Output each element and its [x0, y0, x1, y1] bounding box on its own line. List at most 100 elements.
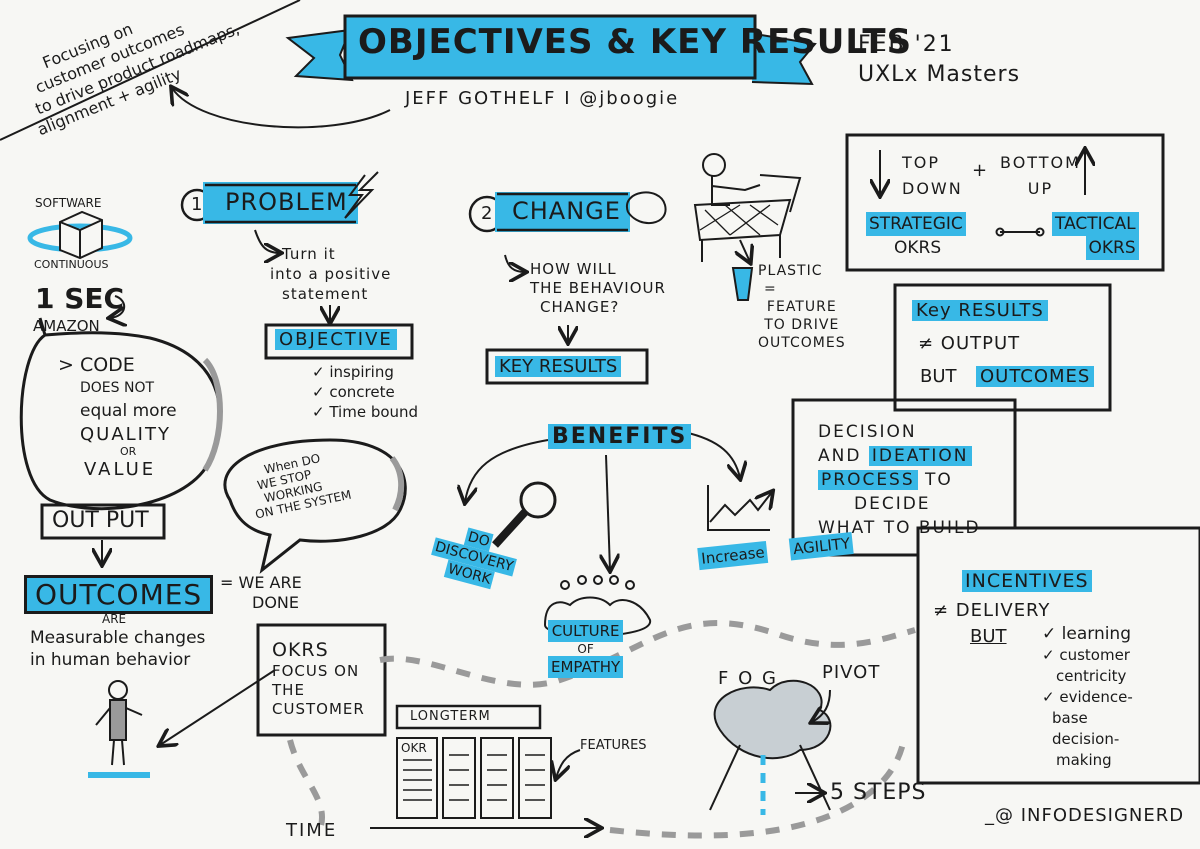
- decision-word: PROCESS: [818, 470, 918, 490]
- objective-checks: ✓ inspiring ✓ concrete ✓ Time bound: [312, 362, 418, 422]
- features-label: FEATURES: [580, 738, 647, 753]
- plastic-line: TO DRIVE: [764, 317, 840, 333]
- code-line: > CODE: [58, 354, 135, 376]
- culture-line: CULTURE: [548, 620, 624, 642]
- decision-line: DECIDE: [854, 494, 931, 514]
- bottom-up-line: UP: [1027, 179, 1054, 198]
- event-date: FEB '21: [858, 32, 955, 57]
- time-label: TIME: [286, 820, 338, 841]
- stop-bubble-text: When DO WE STOP WORKING ON THE SYSTEM: [245, 446, 353, 521]
- problem-turn: Turn it into a positive statement: [270, 244, 391, 304]
- bottom-up-line: BOTTOM: [1000, 153, 1081, 172]
- strategic-line: OKRS: [894, 238, 942, 258]
- top-down-line: TOP: [902, 153, 941, 172]
- problem-label: PROBLEM: [225, 188, 348, 216]
- okrs-line: CUSTOMER: [272, 700, 365, 718]
- plastic-line: OUTCOMES: [758, 335, 846, 351]
- plastic-line: PLASTIC: [758, 263, 823, 279]
- incentive-item: making: [1056, 751, 1112, 769]
- software-label: SOFTWARE: [35, 196, 102, 210]
- decision-word: AND: [818, 446, 862, 466]
- one-sec-label: 1 SEC: [35, 282, 125, 315]
- change-number: 2: [481, 203, 493, 224]
- top-down-line: DOWN: [902, 179, 963, 198]
- objective-label: OBJECTIVE: [275, 329, 397, 350]
- decision-text: DECISION AND IDEATION PROCESS TO DECIDE …: [818, 420, 981, 540]
- outcomes-definition: Measurable changes in human behavior: [30, 627, 205, 671]
- software-cube-icon: [27, 210, 133, 260]
- kr-box-outcomes: OUTCOMES: [976, 366, 1095, 387]
- code-bubble-text: > CODE DOES NOT equal more QUALITY OR VA…: [58, 354, 177, 481]
- output-label: OUT PUT: [52, 508, 149, 533]
- decision-line: AND IDEATION: [818, 444, 981, 468]
- decision-line: PROCESS TO: [818, 468, 981, 492]
- strategic-okrs: STRATEGIC OKRS: [866, 212, 966, 260]
- five-steps-label: 5 STEPS: [830, 780, 927, 805]
- incentives-but: BUT: [970, 626, 1007, 647]
- incentive-item: ✓ learning: [1042, 624, 1132, 644]
- incentive-item: ✓ customer: [1042, 646, 1130, 664]
- culture-line: OF: [577, 642, 594, 656]
- artist-credit: _@ INFODESIGNERD: [985, 805, 1185, 826]
- speaker-name: JEFF GOTHELF I @jboogie: [405, 88, 680, 109]
- event-name: UXLx Masters: [858, 62, 1021, 87]
- plus-sign: +: [972, 160, 988, 181]
- incentives-list: ✓ learning ✓ customer centricity ✓ evide…: [1042, 624, 1133, 771]
- tactical-okrs: TACTICAL OKRS: [1052, 212, 1139, 260]
- discovery-benefit: DO DISCOVERY WORK: [426, 520, 521, 594]
- question-line: CHANGE?: [540, 298, 620, 316]
- key-results-label: KEY RESULTS: [495, 356, 622, 377]
- code-line: OR: [120, 445, 137, 458]
- question-line: HOW WILL: [530, 260, 617, 278]
- done-line: DONE: [252, 593, 299, 612]
- kr-box-title: Key RESULTS: [912, 300, 1048, 321]
- are-label: ARE: [102, 612, 127, 626]
- code-line: QUALITY: [80, 424, 171, 445]
- problem-number: 1: [191, 194, 203, 215]
- we-are-done: = WE ARE DONE: [220, 573, 302, 613]
- turn-line: into a positive: [270, 265, 392, 283]
- okrs-line: FOCUS ON: [272, 662, 360, 680]
- culture-line: EMPATHY: [548, 656, 624, 678]
- check-item: ✓ inspiring: [312, 363, 394, 381]
- incentive-item: base: [1052, 709, 1088, 727]
- page-title: OBJECTIVES & KEY RESULTS: [358, 22, 913, 62]
- tagline: Focusing on customer outcomes to drive p…: [12, 0, 250, 140]
- strategic-line: STRATEGIC: [866, 212, 966, 236]
- code-line: VALUE: [84, 459, 157, 480]
- longterm-label: LONGTERM: [410, 709, 491, 724]
- definition-line: Measurable changes: [30, 628, 206, 648]
- code-line: DOES NOT: [80, 380, 155, 396]
- plastic-note: PLASTIC = FEATURE TO DRIVE OUTCOMES: [758, 262, 846, 352]
- outcomes-label: OUTCOMES: [24, 575, 214, 614]
- question-line: THE BEHAVIOUR: [530, 279, 666, 297]
- top-down-label: TOP DOWN: [902, 150, 963, 202]
- change-label: CHANGE: [512, 197, 621, 225]
- okrs-line: OKRS: [272, 639, 329, 661]
- tactical-line: OKRS: [1085, 236, 1139, 260]
- growth-chart-icon: [707, 485, 772, 531]
- done-line: = WE ARE: [220, 573, 302, 592]
- agility-line: Increase: [697, 540, 769, 571]
- plastic-line: FEATURE: [766, 299, 837, 315]
- definition-line: in human behavior: [30, 650, 191, 670]
- code-line: equal more: [80, 401, 177, 421]
- turn-line: statement: [282, 285, 369, 303]
- amazon-label: AMAZON: [33, 317, 100, 335]
- decision-word: IDEATION: [868, 446, 972, 466]
- bottom-up-label: BOTTOM UP: [1000, 150, 1081, 202]
- okrs-line: THE: [272, 681, 305, 699]
- decision-word: TO: [925, 470, 953, 490]
- agility-line: AGILITY: [789, 531, 855, 561]
- continuous-label: CONTINUOUS: [34, 258, 109, 271]
- kr-box-neq: ≠ OUTPUT: [918, 333, 1021, 354]
- check-item: ✓ concrete: [312, 383, 395, 401]
- okr-column-label: OKR: [401, 741, 427, 755]
- check-item: ✓ Time bound: [312, 403, 419, 421]
- turn-line: Turn it: [282, 245, 336, 263]
- plastic-line: =: [764, 281, 777, 297]
- person-icon: [88, 680, 150, 778]
- kr-box-but: BUT: [920, 366, 957, 387]
- incentives-title: INCENTIVES: [962, 570, 1092, 592]
- culture-benefit: CULTURE OF EMPATHY: [548, 620, 624, 678]
